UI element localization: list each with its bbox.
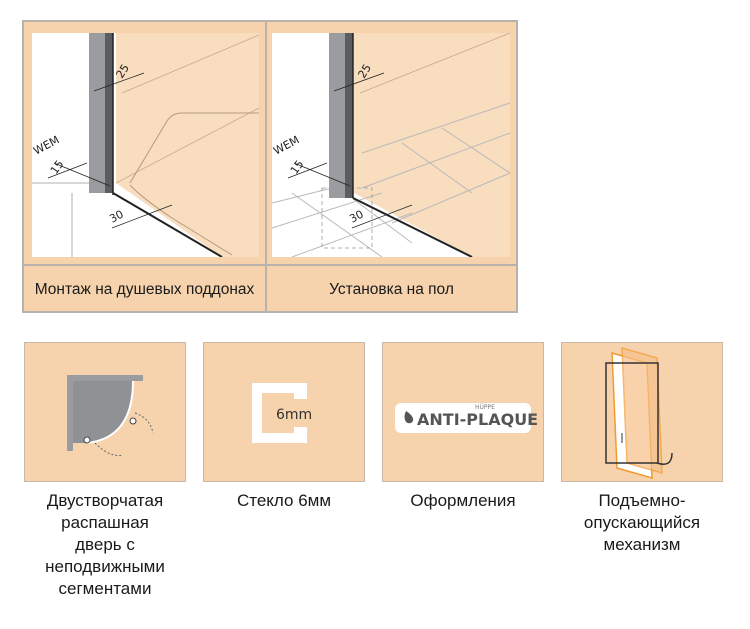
- lift-lower-icon: [605, 346, 673, 480]
- dim-30-label: 30: [107, 208, 125, 226]
- dim-25-label: 25: [114, 62, 132, 81]
- floor-installation-drawing: 25 WEM 15 30: [272, 33, 510, 257]
- floor-caption: Установка на пол: [329, 281, 454, 298]
- feature-label: Стекло 6мм: [236, 491, 332, 510]
- feature-label: Двустворчатая распашная дверь с неподвиж…: [45, 491, 165, 598]
- anti-plaque-text: ANTI-PLAQUE: [417, 410, 538, 429]
- panel-divider: [22, 264, 518, 266]
- feature-label: Оформления: [410, 491, 516, 510]
- glass-profile-icon: 6mm: [252, 383, 312, 443]
- dim-25-label: 25: [356, 62, 374, 81]
- glass-box: 6mm: [203, 342, 365, 482]
- dim-30-label: 30: [347, 208, 365, 226]
- panel-divider: [265, 20, 267, 313]
- brand-text: HÜPPE: [475, 404, 495, 411]
- lift-lower-box: [561, 342, 723, 482]
- quadrant-door-icon: [67, 375, 154, 456]
- quadrant-door-box: [24, 342, 186, 482]
- glass-thickness-label: 6mm: [276, 407, 312, 423]
- tray-caption: Монтаж на душевых поддонах: [34, 281, 255, 298]
- feature-label: Подъемно- опускающийся механизм: [583, 491, 701, 554]
- tray-installation-drawing: 25 WEM 15 30: [32, 33, 259, 257]
- anti-plaque-box: ANTI-PLAQUE HÜPPE: [382, 342, 544, 482]
- anti-plaque-logo: ANTI-PLAQUE HÜPPE: [395, 403, 538, 433]
